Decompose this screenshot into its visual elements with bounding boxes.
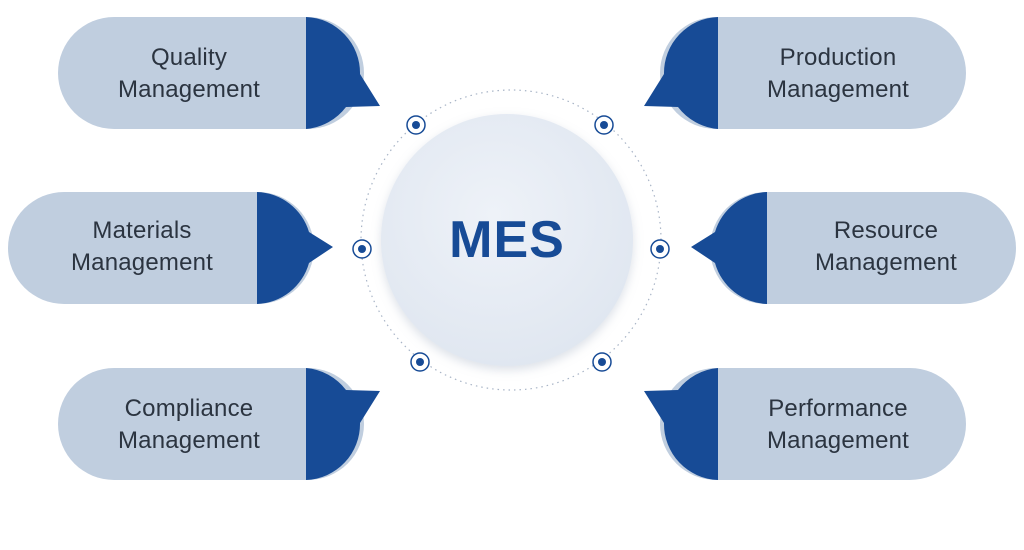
connector-dot <box>650 239 670 259</box>
module-label-line1: Production <box>779 44 897 71</box>
module-accent-tab <box>257 192 333 304</box>
module-production-management <box>644 17 966 129</box>
module-label-materials: Materials Management <box>37 215 247 279</box>
module-pill <box>660 368 966 480</box>
module-label-line1: Materials <box>92 217 192 244</box>
connector-dot <box>594 115 614 135</box>
module-pill <box>58 17 364 129</box>
module-label-line1: Resource <box>833 217 939 244</box>
module-label-production: Production Management <box>733 42 943 106</box>
module-accent-tab <box>644 17 718 129</box>
module-performance-management <box>644 368 966 480</box>
module-label-line2: Management <box>117 76 261 103</box>
connector-dot <box>592 352 612 372</box>
module-pill <box>660 17 966 129</box>
connector-dot <box>406 115 426 135</box>
module-label-line2: Management <box>766 427 910 454</box>
connector-dot <box>352 239 372 259</box>
module-materials-management <box>8 192 333 304</box>
connector-dot <box>410 352 430 372</box>
module-label-performance: Performance Management <box>733 393 943 457</box>
module-label-quality: Quality Management <box>84 42 294 106</box>
module-compliance-management <box>58 368 380 480</box>
module-label-line1: Quality <box>150 44 228 71</box>
module-accent-tab <box>644 368 718 480</box>
module-label-line2: Management <box>814 249 958 276</box>
module-accent-tab <box>691 192 767 304</box>
module-label-line2: Management <box>117 427 261 454</box>
center-title: MES <box>449 211 565 269</box>
module-label-line2: Management <box>70 249 214 276</box>
module-label-line2: Management <box>766 76 910 103</box>
module-pill <box>58 368 364 480</box>
module-pill <box>710 192 1016 304</box>
module-pill <box>8 192 314 304</box>
module-resource-management <box>691 192 1016 304</box>
module-label-compliance: Compliance Management <box>84 393 294 457</box>
module-label-line1: Performance <box>768 395 908 422</box>
module-label-resource: Resource Management <box>781 215 991 279</box>
module-quality-management <box>58 17 380 129</box>
center-circle <box>381 114 633 366</box>
module-accent-tab <box>306 17 380 129</box>
module-accent-tab <box>306 368 380 480</box>
module-label-line1: Compliance <box>124 395 254 422</box>
